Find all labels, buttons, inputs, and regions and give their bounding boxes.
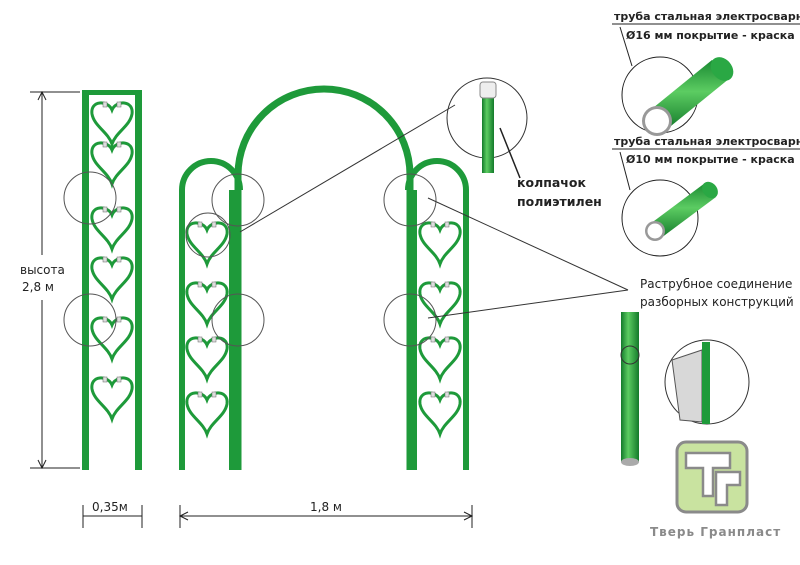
cap-callout-circle — [185, 212, 231, 258]
joint-callout-circle — [383, 173, 437, 227]
heart-pattern — [90, 100, 134, 421]
company-name: Тверь Гранпласт — [650, 525, 781, 539]
tube16-label-line2: Ø16 мм покрытие - краска — [626, 29, 795, 42]
joint-callout-circle — [63, 293, 117, 347]
height-label: высота — [20, 263, 65, 277]
tube-10mm-detail: труба стальная электросварная Ø10 мм пок… — [612, 135, 800, 257]
height-value: 2,8 м — [22, 280, 54, 294]
tube16-label-line1: труба стальная электросварная — [614, 10, 800, 23]
tube10-label-line1: труба стальная электросварная — [614, 135, 800, 148]
joint-callout-circle — [63, 171, 117, 225]
cap-label-line2: полиэтилен — [517, 194, 602, 209]
arch — [179, 85, 469, 470]
panel-width-label: 0,35м — [92, 500, 128, 514]
cap-label-line1: колпачок — [517, 175, 586, 190]
joint-callout-circle — [211, 293, 265, 347]
joint-label-line2: разборных конструкций — [640, 295, 794, 309]
side-panel — [63, 90, 142, 470]
arch-width-label: 1,8 м — [310, 500, 342, 514]
heart-pattern — [185, 220, 462, 436]
joint-label-line1: Раструбное соединение — [640, 277, 792, 291]
dimension-lines — [30, 90, 474, 528]
tube-16mm-detail: труба стальная электросварная Ø16 мм пок… — [612, 10, 800, 136]
joint-detail: Раструбное соединение разборных конструк… — [427, 197, 794, 466]
company-logo: Тверь Гранпласт — [650, 440, 781, 539]
joint-callout-circle — [211, 173, 265, 227]
cap-detail: колпачок полиэтилен — [239, 77, 602, 233]
joint-callout-circle — [383, 293, 437, 347]
tube10-label-line2: Ø10 мм покрытие - краска — [626, 153, 795, 166]
